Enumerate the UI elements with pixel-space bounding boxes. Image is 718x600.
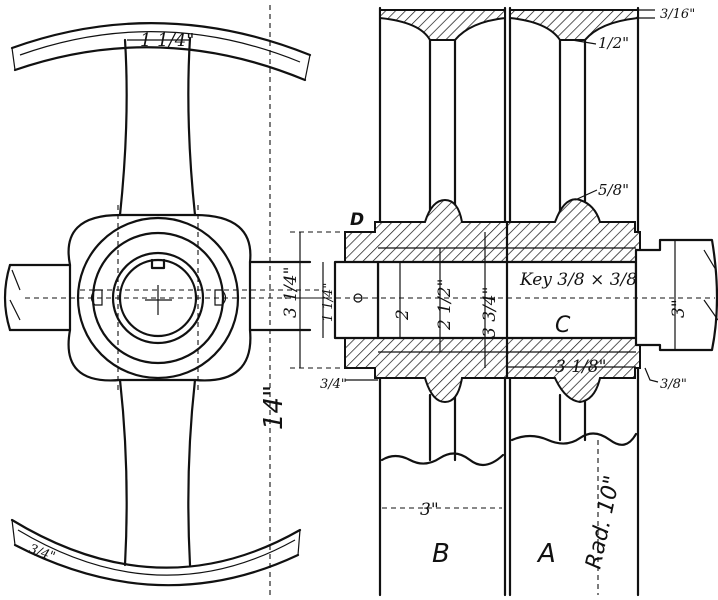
- pulley-width-label: 3": [420, 500, 439, 520]
- shaft-left: [333, 260, 380, 340]
- groove-5-8-label: 5/8": [598, 181, 629, 199]
- radius-label: Rad. 10": [581, 473, 625, 571]
- rim-cap-a: [509, 9, 639, 41]
- dim-2-half-label: 2 1/2": [435, 279, 455, 331]
- side-view: 1 1/4" 3/4" 14": [3, 5, 330, 595]
- spoke-width-label: 1 1/4": [140, 30, 194, 51]
- hub-outer-circle: [76, 216, 240, 380]
- section-view: D C B A Key 3/8 × 3/8 Rad. 10" 3 1/4" 1 …: [281, 6, 718, 597]
- rim-cap-b: [379, 9, 506, 41]
- rim-width-left-label: 3/4": [27, 542, 57, 565]
- bore-left-label: 1 1/4": [321, 283, 336, 322]
- bottom-rim: [10, 518, 302, 569]
- dim-3-3q-label: 3 3/4": [480, 287, 500, 338]
- hub-length-label: 3 1/4": [281, 267, 301, 318]
- dim-2-label: 2: [393, 309, 413, 321]
- diameter-label: 14": [259, 385, 289, 430]
- key-label: Key 3/8 × 3/8: [519, 270, 637, 290]
- spokes-outline: [118, 36, 197, 567]
- part-c-label: C: [555, 313, 571, 338]
- shaft-right-label: 3": [669, 299, 689, 318]
- shaft-right: [634, 238, 718, 352]
- top-rim: [10, 22, 312, 57]
- part-b-label: B: [432, 539, 450, 569]
- groove-half-label: 1/2": [598, 34, 629, 52]
- part-a-label: A: [536, 539, 556, 569]
- collar-3-4-label: 3/4": [320, 377, 347, 392]
- collar-3-8-label: 3/8": [660, 377, 687, 392]
- part-d-label: D: [350, 210, 364, 230]
- hub-boss: [67, 213, 252, 382]
- top-flange-label: 3/16": [660, 7, 695, 22]
